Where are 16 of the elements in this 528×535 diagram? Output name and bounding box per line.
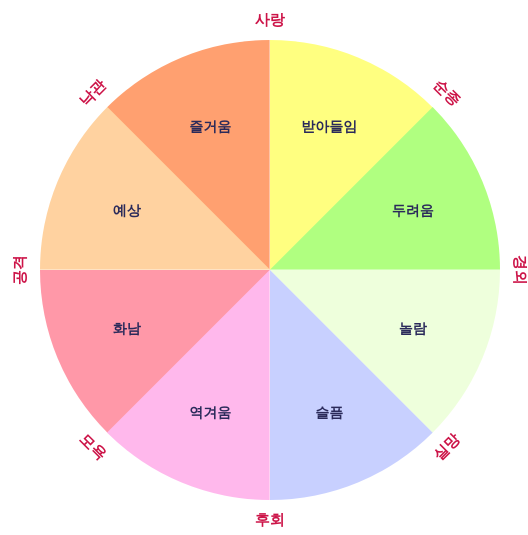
emotion-label: 역겨움 xyxy=(190,404,232,422)
emotion-label: 놀람 xyxy=(399,320,428,338)
blend-label: 순종 xyxy=(429,76,464,111)
blend-label: 모욕 xyxy=(76,429,111,464)
blend-label: 실망 xyxy=(429,429,464,464)
blend-label: 사랑 xyxy=(255,10,285,30)
emotion-label: 화남 xyxy=(112,320,141,338)
emotion-label: 받아들임 xyxy=(301,118,358,136)
emotion-label: 즐거움 xyxy=(190,118,232,136)
blend-label: 공격 xyxy=(10,255,30,285)
blend-label: 낙관 xyxy=(76,76,111,111)
emotion-label: 두려움 xyxy=(392,202,434,220)
blend-label: 후회 xyxy=(255,510,285,530)
emotion-label: 예상 xyxy=(112,202,141,220)
blend-label: 경외 xyxy=(510,255,528,285)
emotion-label: 슬픔 xyxy=(315,404,344,422)
